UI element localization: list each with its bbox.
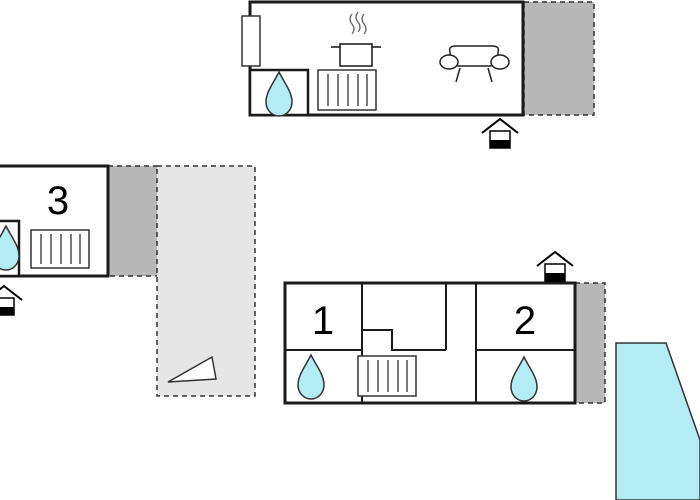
left-terrace-dark	[107, 165, 161, 277]
top-building	[241, 0, 595, 117]
radiator-heater-icon	[357, 355, 417, 397]
left-terrace-light	[156, 165, 256, 397]
entrance-house-icon	[481, 118, 519, 149]
top-terrace	[523, 1, 595, 116]
room-number-2: 2	[514, 299, 536, 343]
radiator-heater-icon	[317, 69, 377, 111]
cooking-pot-icon	[331, 11, 381, 67]
triangle-marker-icon	[167, 355, 217, 383]
room-number-3: 3	[47, 179, 69, 223]
right-terrace	[574, 282, 606, 404]
room-number-1: 1	[312, 299, 334, 343]
right-building: 1 2	[283, 281, 606, 405]
wardrobe	[241, 15, 261, 67]
radiator-heater-icon	[30, 229, 90, 269]
entrance-house-icon	[536, 251, 574, 282]
sofa-icon	[439, 45, 510, 83]
entrance-house-icon	[0, 285, 23, 316]
swimming-pool	[615, 342, 700, 500]
left-building: 3	[0, 164, 256, 397]
